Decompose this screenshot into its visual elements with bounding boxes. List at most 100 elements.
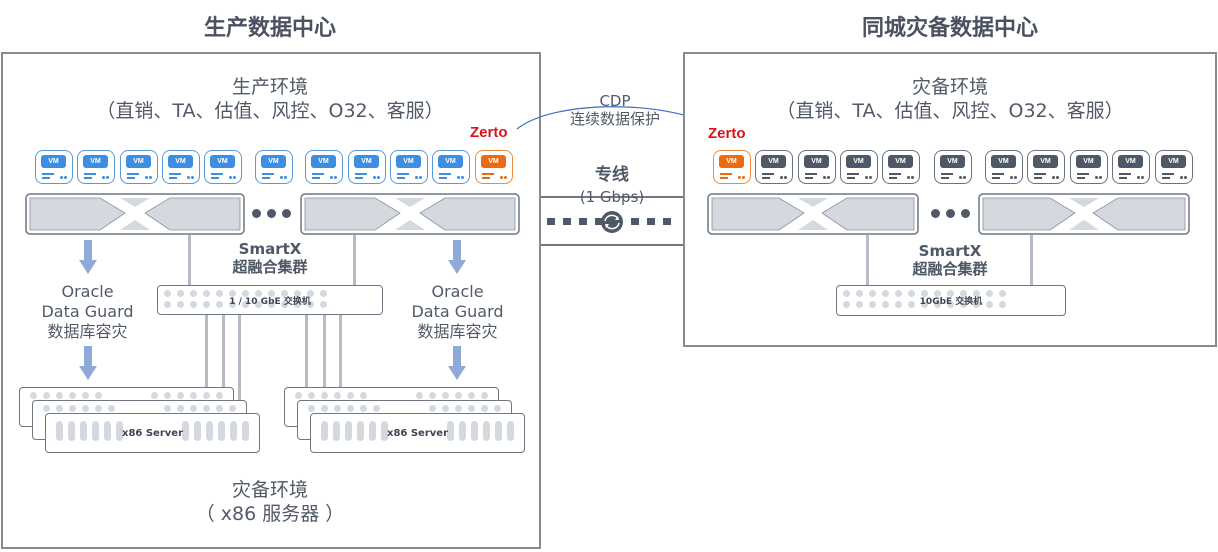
vm-icon: VM: [204, 150, 242, 184]
zerto-label-production: Zerto: [470, 124, 508, 141]
cdp-label-line2: 连续数据保护: [569, 110, 660, 128]
server-label: x86 Server: [387, 427, 448, 439]
vm-screen: VM: [83, 155, 108, 168]
cluster-type: 超融合集群: [232, 258, 308, 276]
vm-icon: VM: [255, 150, 293, 184]
vm-icon: VM: [77, 150, 115, 184]
dr-dc-title: 同城灾备数据中心: [861, 16, 1038, 41]
cluster-name: SmartX: [918, 242, 982, 260]
production-env-title-line1: 生产环境: [231, 76, 308, 98]
vm-screen: VM: [719, 155, 744, 168]
dg-line: 数据库容灾: [47, 322, 128, 341]
vm-screen: VM: [888, 155, 913, 168]
zerto-label-dr: Zerto: [708, 125, 746, 142]
dg-line: Oracle: [61, 282, 114, 301]
vm-screen: VM: [396, 155, 421, 168]
node2-uplink: [353, 235, 356, 285]
vm-icon: VM: [798, 150, 836, 184]
dr-node1-uplink: [866, 235, 869, 285]
server-cable: [205, 315, 208, 393]
vm-icon: VM: [1155, 150, 1193, 184]
vm-icon: VM: [305, 150, 343, 184]
vm-icon: VM: [934, 150, 972, 184]
dg-line: Data Guard: [411, 302, 504, 321]
dr-env-label: 灾备环境 （ x86 服务器 ）: [120, 478, 420, 526]
vm-icon: VM: [432, 150, 470, 184]
vm-icon: VM: [840, 150, 878, 184]
vm-icon: VM: [390, 150, 428, 184]
vm-icon: VM: [882, 150, 920, 184]
dr-hci-node-2: [978, 193, 1190, 235]
vm-icon: VM: [162, 150, 200, 184]
node1-uplink: [188, 235, 191, 285]
dr-cluster-label: SmartX 超融合集群: [880, 242, 1020, 278]
dr-switch-label: 10GbE 交换机: [919, 297, 983, 307]
vm-screen: VM: [940, 155, 965, 168]
server-cable: [323, 315, 326, 407]
vm-icon: VM: [348, 150, 386, 184]
dedicated-line-bandwidth: (1 Gbps): [579, 188, 645, 206]
zerto-vm-icon: VM: [475, 150, 513, 184]
dataguard-arrow-down-icon: [79, 346, 97, 380]
vm-screen: VM: [804, 155, 829, 168]
production-env-title-line2: （直销、TA、估值、风控、O32、客服）: [96, 100, 444, 122]
vm-screen: VM: [438, 155, 463, 168]
dataguard-arrow-down-icon: [448, 240, 466, 274]
dr-node2-uplink: [1030, 235, 1033, 285]
x86-server: x86 Server: [310, 413, 525, 453]
vm-icon: VM: [1112, 150, 1150, 184]
zerto-vm-icon: VM: [713, 150, 751, 184]
hci-node-1: [25, 193, 245, 235]
dataguard-arrow-down-icon: [448, 346, 466, 380]
vm-screen: VM: [1161, 155, 1186, 168]
production-cluster-label: SmartX 超融合集群: [200, 240, 340, 276]
dedicated-line-cable: [547, 211, 671, 233]
dataguard-arrow-down-icon: [79, 240, 97, 274]
production-dc-title: 生产数据中心: [203, 16, 336, 41]
cluster-type: 超融合集群: [912, 260, 988, 278]
vm-screen: VM: [41, 155, 66, 168]
dg-line: Data Guard: [41, 302, 134, 321]
dg-line: Oracle: [431, 282, 484, 301]
vm-screen: VM: [1118, 155, 1143, 168]
dr-env-title-line1: 灾备环境: [911, 76, 988, 98]
production-env-title: 生产环境 （直销、TA、估值、风控、O32、客服）: [30, 75, 510, 123]
dr-switch: 10GbE 交换机: [836, 285, 1066, 316]
dataguard-label-right: Oracle Data Guard 数据库容灾: [390, 282, 525, 342]
vm-icon: VM: [1027, 150, 1065, 184]
vm-screen: VM: [311, 155, 336, 168]
vm-screen: VM: [846, 155, 871, 168]
vm-icon: VM: [35, 150, 73, 184]
dr-env-title: 灾备环境 （直销、TA、估值、风控、O32、客服）: [710, 75, 1190, 123]
server-cable: [238, 315, 241, 420]
vm-screen: VM: [354, 155, 379, 168]
x86-server: x86 Server: [45, 413, 260, 453]
server-cable: [339, 315, 342, 420]
vm-screen: VM: [481, 155, 506, 168]
cdp-label: CDP 连续数据保护: [560, 92, 670, 128]
vm-icon: VM: [755, 150, 793, 184]
more-nodes-ellipsis: [252, 209, 291, 218]
dr-hci-node-1: [707, 193, 919, 235]
vm-screen: VM: [1033, 155, 1058, 168]
vm-screen: VM: [991, 155, 1016, 168]
vm-screen: VM: [210, 155, 235, 168]
vm-icon: VM: [120, 150, 158, 184]
dataguard-label-left: Oracle Data Guard 数据库容灾: [20, 282, 155, 342]
dg-line: 数据库容灾: [417, 322, 498, 341]
vm-icon: VM: [985, 150, 1023, 184]
server-label: x86 Server: [122, 427, 183, 439]
dedicated-line-title: 专线: [595, 165, 629, 185]
dr-env-line2: （ x86 服务器 ）: [195, 503, 345, 525]
cluster-name: SmartX: [238, 240, 302, 258]
vm-screen: VM: [1076, 155, 1101, 168]
vm-screen: VM: [168, 155, 193, 168]
dr-more-nodes-ellipsis: [931, 209, 970, 218]
dr-env-title-line2: （直销、TA、估值、风控、O32、客服）: [776, 100, 1124, 122]
vm-icon: VM: [1070, 150, 1108, 184]
server-cable: [222, 315, 225, 407]
hci-node-2: [300, 193, 520, 235]
production-switch-label: 1 / 10 GbE 交换机: [229, 296, 311, 307]
dr-env-line1: 灾备环境: [231, 479, 308, 501]
production-switch: 1 / 10 GbE 交换机: [157, 285, 383, 315]
